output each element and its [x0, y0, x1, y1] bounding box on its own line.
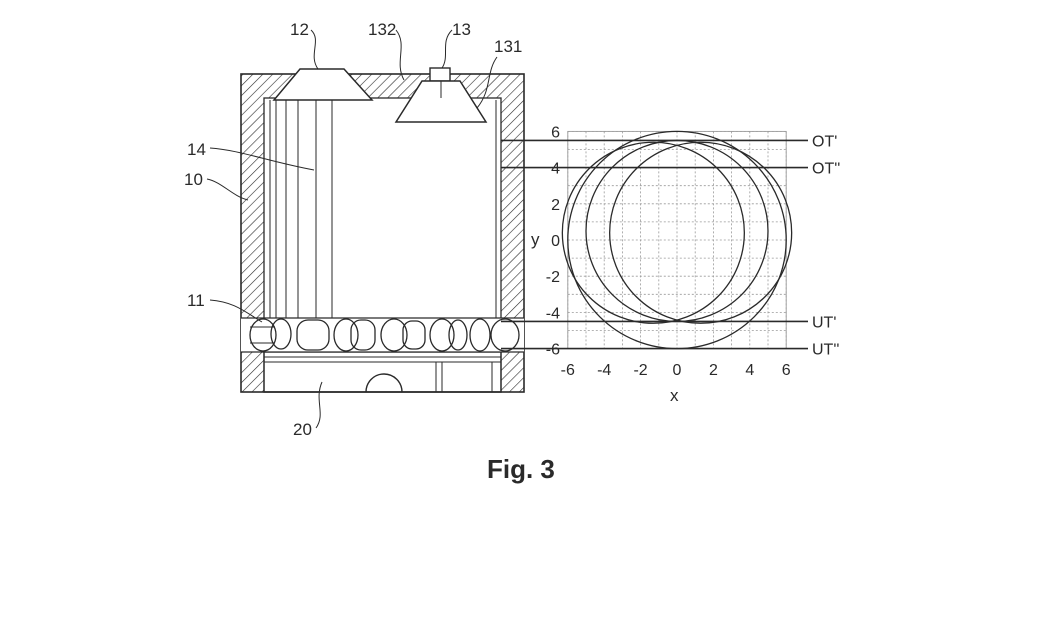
x-tick-label: 0 [673, 362, 682, 379]
y-tick-label: -4 [546, 305, 560, 322]
x-tick-label: -4 [597, 362, 611, 379]
bottom-elements [241, 317, 524, 353]
label-10: 10 [184, 170, 203, 189]
x-tick-label: 6 [782, 362, 791, 379]
label-13: 13 [452, 20, 471, 39]
first-nozzle [272, 68, 374, 101]
trajectory-circle-4 [561, 141, 745, 324]
plot-grid [567, 130, 787, 350]
second-nozzle-cone [394, 80, 488, 123]
figure-caption: Fig. 3 [487, 454, 555, 484]
label-132: 132 [368, 20, 396, 39]
level-label-ut-prime: UT' [812, 314, 836, 331]
trajectory-circle-3 [609, 141, 793, 324]
base-unit-dome [365, 373, 403, 393]
label-12: 12 [290, 20, 309, 39]
plot-ticks: -6 -4 -2 0 2 4 6 6 4 2 0 -2 -4 -6 [546, 124, 791, 379]
x-tick-label: 4 [745, 362, 754, 379]
label-131: 131 [494, 37, 522, 56]
y-axis-label: y [531, 230, 540, 249]
label-11: 11 [187, 291, 205, 310]
label-14: 14 [187, 140, 206, 159]
reference-numerals: 12 132 13 131 14 10 11 20 [184, 20, 522, 439]
y-tick-label: -6 [546, 342, 560, 359]
label-20: 20 [293, 420, 312, 439]
plot-level-lines [501, 139, 808, 350]
y-tick-label: 6 [551, 124, 560, 141]
y-tick-label: 4 [551, 161, 560, 178]
level-label-ot-double-prime: OT'' [812, 161, 840, 178]
xy-plot: -6 -4 -2 0 2 4 6 6 4 2 0 -2 -4 -6 OT' OT'' UT' UT'' y x [501, 124, 840, 405]
x-axis-label: x [670, 386, 679, 405]
x-tick-label: -2 [633, 362, 647, 379]
second-nozzle-cap [429, 67, 451, 82]
y-tick-label: -2 [546, 269, 560, 286]
level-label-ot-prime: OT' [812, 133, 837, 150]
y-tick-label: 2 [551, 197, 560, 214]
x-tick-label: 2 [709, 362, 718, 379]
x-tick-label: -6 [561, 362, 575, 379]
base-unit-body [263, 351, 502, 393]
plot-line-labels: OT' OT'' UT' UT'' [812, 133, 840, 358]
y-tick-label: 0 [551, 233, 560, 250]
level-label-ut-double-prime: UT'' [812, 342, 839, 359]
housing [240, 67, 525, 393]
